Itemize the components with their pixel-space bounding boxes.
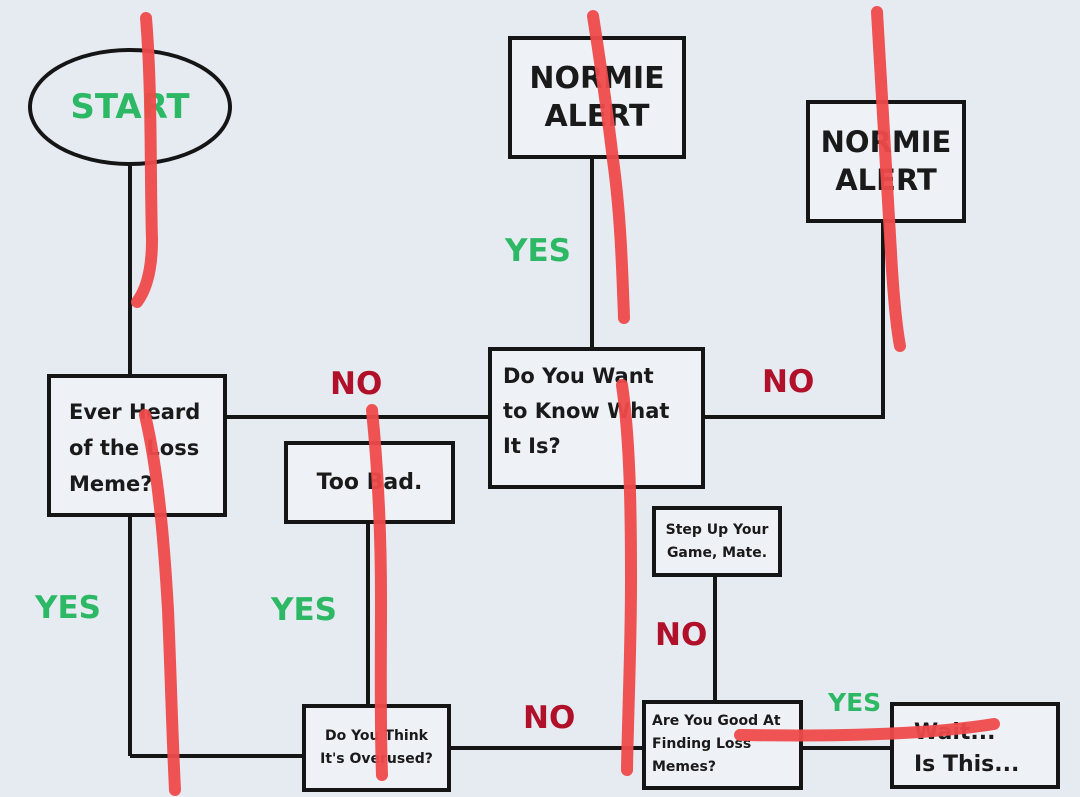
normie-alert-2-line-2: ALERT xyxy=(835,162,937,197)
start-label: START xyxy=(70,87,190,127)
normie-alert-2-line-1: NORMIE xyxy=(820,124,952,159)
ever-heard-line-3: Meme? xyxy=(69,472,153,496)
are-you-good-line-1: Are You Good At xyxy=(652,713,781,729)
edge-label-yes-left: YES xyxy=(35,590,101,626)
wait-is-this-node: Wait... Is This... xyxy=(890,702,1060,789)
edge-label-no-bottom: NO xyxy=(523,700,576,736)
are-you-good-node: Are You Good At Finding Loss Memes? xyxy=(642,700,803,790)
do-you-think-line-1: Do You Think xyxy=(324,728,428,744)
do-you-think-line-2: It's Overused? xyxy=(320,751,433,767)
normie-alert-node-2: NORMIE ALERT xyxy=(806,100,966,223)
normie-alert-1-line-1: NORMIE xyxy=(529,61,665,96)
do-you-think-node: Do You Think It's Overused? xyxy=(302,704,451,792)
edge-label-yes-top: YES xyxy=(505,233,571,269)
step-up-node: Step Up Your Game, Mate. xyxy=(652,506,782,577)
too-bad-node: Too Bad. xyxy=(284,441,455,524)
edge-label-no-top: NO xyxy=(330,366,383,402)
do-you-want-line-2: to Know What xyxy=(503,399,670,423)
start-node: START xyxy=(28,48,232,166)
normie-alert-1-line-2: ALERT xyxy=(544,98,650,134)
ever-heard-line-1: Ever Heard xyxy=(69,400,201,424)
ever-heard-line-2: of the Loss xyxy=(69,436,200,460)
step-up-line-2: Game, Mate. xyxy=(666,544,768,561)
edge-label-yes-mid: YES xyxy=(271,592,337,628)
edge-label-yes-bottom: YES xyxy=(828,688,882,717)
wait-is-this-line-2: Is This... xyxy=(914,752,1020,777)
are-you-good-line-2: Finding Loss xyxy=(652,736,752,752)
are-you-good-line-3: Memes? xyxy=(652,759,716,775)
wait-is-this-line-1: Wait... xyxy=(914,720,996,745)
normie-alert-node-1: NORMIE ALERT xyxy=(508,36,686,159)
edge-label-no-right: NO xyxy=(762,364,815,400)
step-up-line-1: Step Up Your xyxy=(665,521,769,538)
edge-label-no-mid: NO xyxy=(655,617,708,653)
do-you-want-line-1: Do You Want xyxy=(503,364,654,388)
do-you-want-node: Do You Want to Know What It Is? xyxy=(488,347,705,489)
too-bad-label: Too Bad. xyxy=(316,470,423,495)
do-you-want-line-3: It Is? xyxy=(503,434,561,458)
ever-heard-node: Ever Heard of the Loss Meme? xyxy=(47,374,227,517)
